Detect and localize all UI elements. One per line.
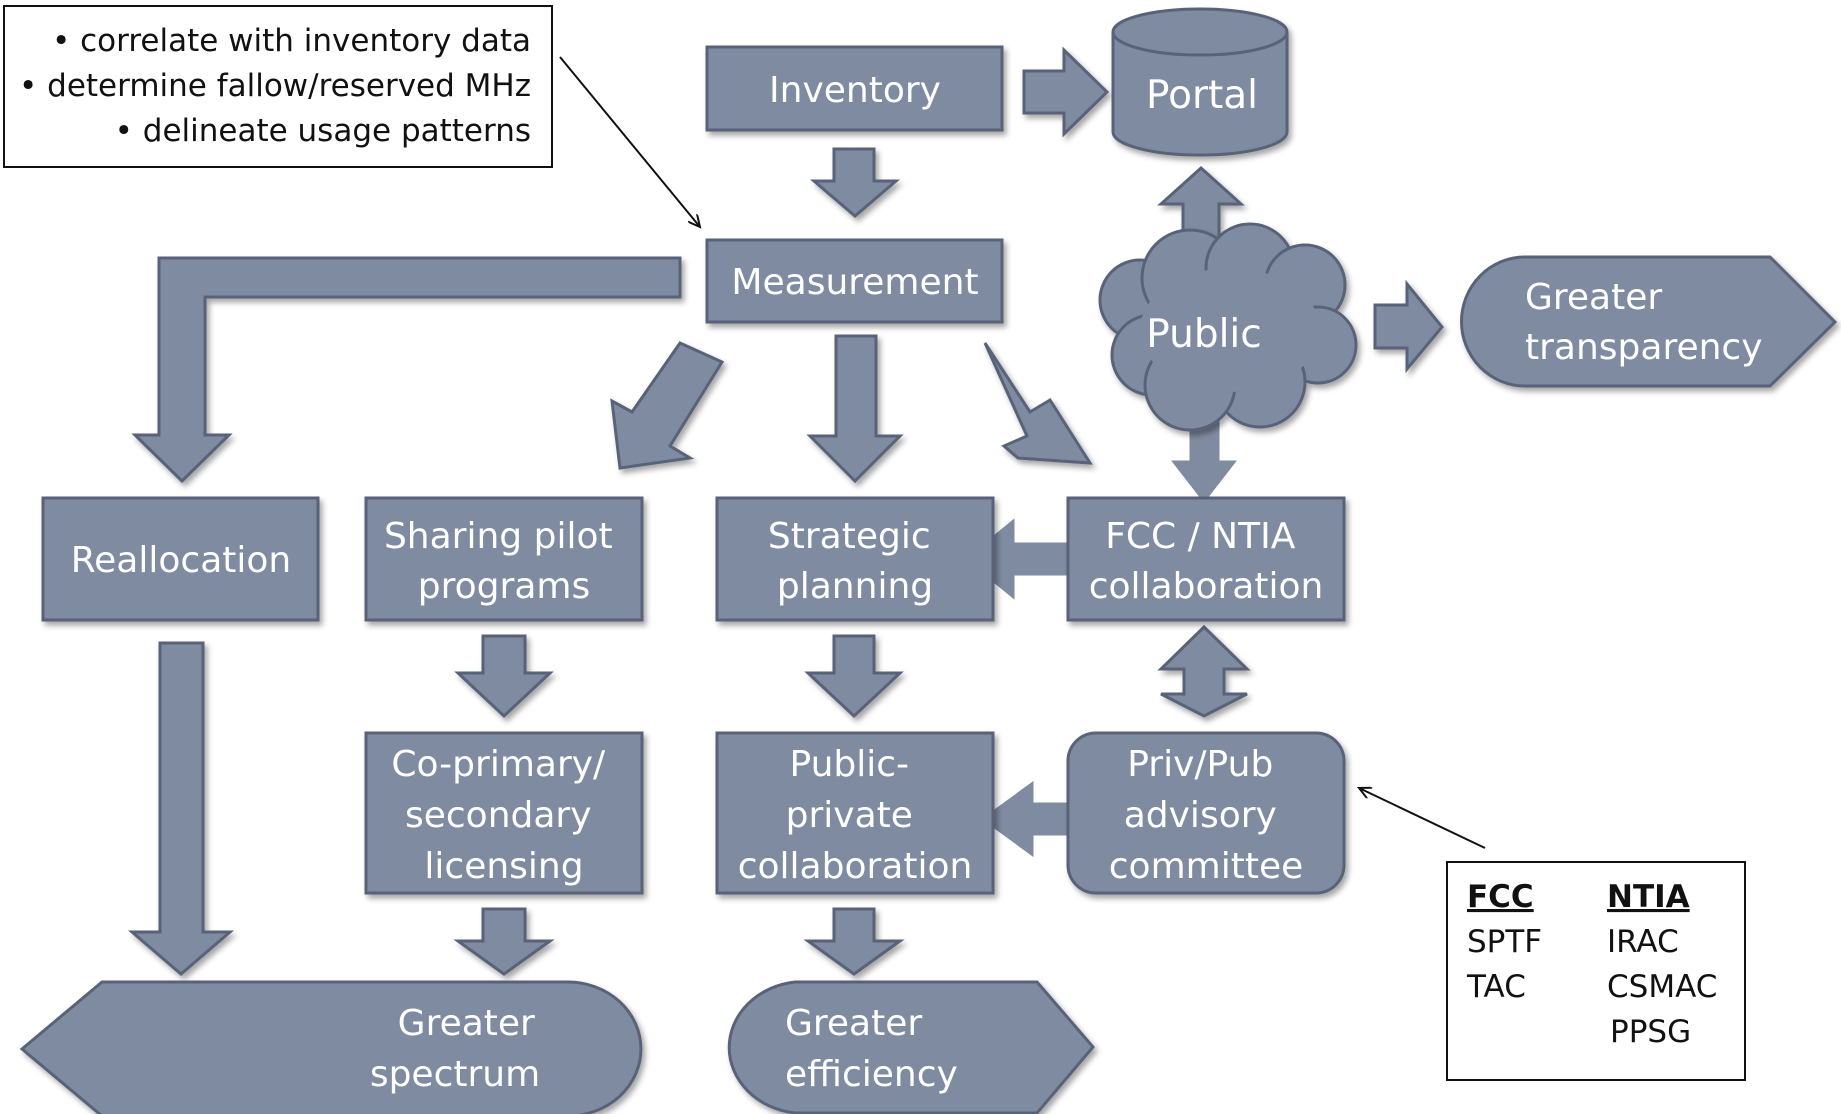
advisory-committee-box <box>1066 731 1346 895</box>
arrow-coprimary-to-spectrum <box>453 907 555 976</box>
portal-database <box>1111 7 1289 157</box>
inventory-box <box>705 45 1004 132</box>
arrow-strategic-to-publicprivate <box>804 634 904 719</box>
note-pointer-line <box>559 56 700 227</box>
legend-ntia-item: IRAC <box>1607 924 1679 960</box>
note-bullet-3: • delineate usage patterns <box>115 113 531 149</box>
arrow-reallocation-to-spectrum <box>127 641 235 976</box>
coprimary-box <box>364 731 644 895</box>
arrow-measurement-to-reallocation <box>131 256 682 484</box>
efficiency-label: Greater efficiency <box>785 1003 958 1095</box>
transparency-terminator <box>1460 255 1838 388</box>
public-label: Public <box>1146 312 1261 357</box>
legend-ntia-item: CSMAC <box>1607 969 1717 1005</box>
arrow-publicprivate-to-efficiency <box>803 907 905 976</box>
efficiency-terminator <box>727 980 1095 1114</box>
spectrum-terminator <box>19 980 643 1114</box>
arrow-inventory-to-portal <box>1022 46 1110 138</box>
strategic-planning-box <box>715 496 995 622</box>
arrow-inventory-to-measurement <box>809 147 901 218</box>
arrow-measurement-to-sharing <box>610 341 725 470</box>
legend-fcc-item: SPTF <box>1467 924 1542 960</box>
arrow-sharing-to-coprimary <box>454 634 554 719</box>
strategic-planning-label: Strategic planning <box>768 516 942 607</box>
committee-legend-box <box>1446 861 1746 1081</box>
legend-ntia-item: PPSG <box>1610 1014 1691 1050</box>
public-private-label: Public- private collaboration <box>738 744 973 887</box>
transparency-label: Greater transparency <box>1525 277 1763 368</box>
arrow-public-to-transparency <box>1373 279 1444 374</box>
fcc-ntia-label: FCC / NTIA collaboration <box>1089 516 1324 607</box>
note-bullet-1: • correlate with inventory data <box>52 23 531 59</box>
measurement-label: Measurement <box>731 262 978 303</box>
arrow-measurement-to-strategic <box>806 334 904 484</box>
public-private-box <box>715 731 995 895</box>
legend-fcc-item: TAC <box>1466 969 1526 1005</box>
portal-label: Portal <box>1146 73 1258 118</box>
sharing-pilot-label: Sharing pilot programs <box>384 516 624 607</box>
measurement-box <box>705 238 1004 324</box>
measurement-note-box <box>3 5 553 168</box>
public-cloud <box>1098 222 1358 432</box>
legend-fcc-heading: FCC <box>1467 879 1534 915</box>
spectrum-label: Greater spectrum <box>370 1003 547 1095</box>
coprimary-label: Co-primary/ secondary licensing <box>391 744 616 887</box>
sharing-pilot-box <box>364 496 644 622</box>
arrow-measurement-to-fcc <box>983 342 1093 465</box>
legend-pointer-line <box>1359 788 1486 849</box>
arrow-fcc-advisory-bidirectional <box>1157 624 1251 718</box>
legend-ntia-heading: NTIA <box>1607 879 1690 915</box>
note-bullet-2: • determine fallow/reserved MHz <box>19 68 531 104</box>
reallocation-box <box>41 496 320 622</box>
advisory-committee-label: Priv/Pub advisory committee <box>1109 744 1303 887</box>
reallocation-label: Reallocation <box>71 540 291 581</box>
inventory-label: Inventory <box>769 70 941 111</box>
fcc-ntia-box <box>1066 496 1346 622</box>
